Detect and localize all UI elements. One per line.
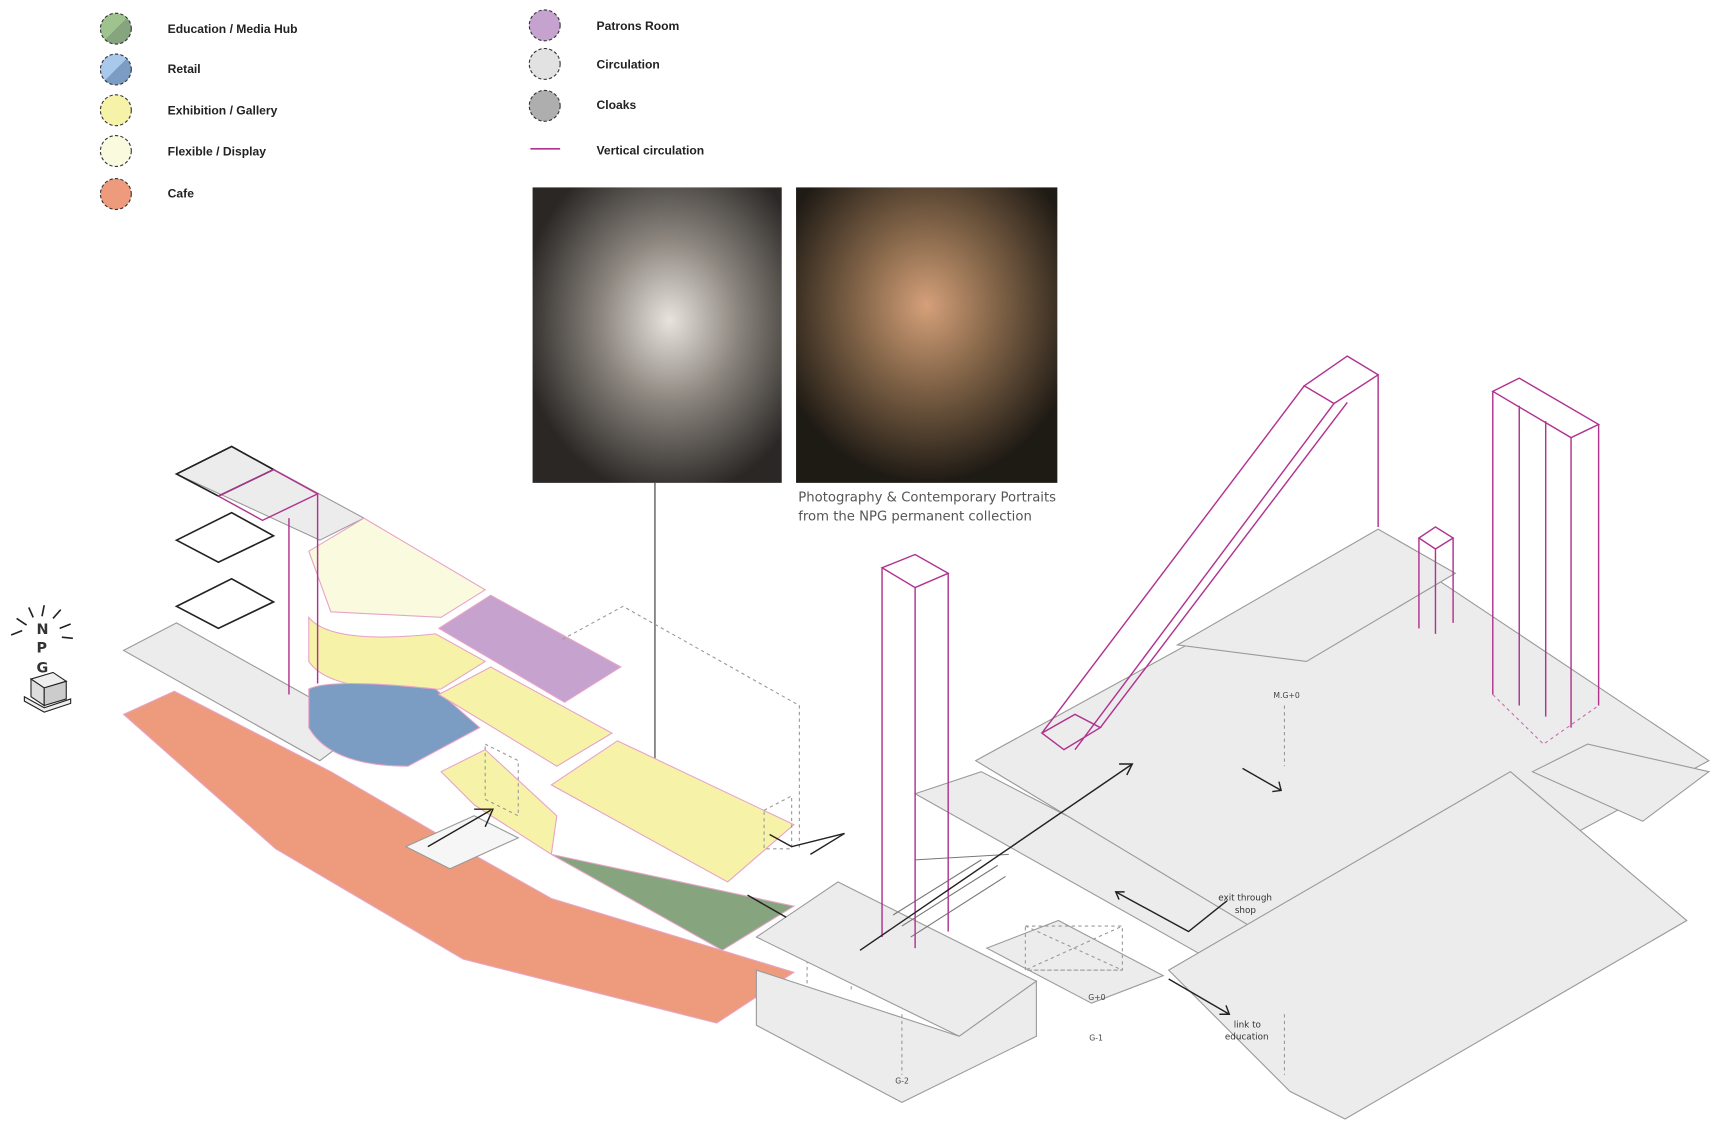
portrait-photo-man: [796, 187, 1058, 483]
legend-item-exhibition: Exhibition / Gallery: [99, 94, 278, 127]
legend-label: Retail: [168, 62, 201, 76]
right-building: M.G+0 G+0 G-1 G-2 exit through shop link…: [747, 355, 1711, 1120]
legend-item-flexible: Flexible / Display: [99, 135, 267, 168]
note-link-line1: link to: [1234, 1020, 1261, 1030]
level-label-g2: G-2: [895, 1077, 909, 1086]
retail-zone: [308, 682, 481, 767]
legend-swatch: [99, 135, 132, 168]
photo-caption-line2: from the NPG permanent collection: [798, 509, 1032, 524]
portrait-photo-woman: [532, 187, 782, 483]
svg-text:P: P: [36, 641, 47, 657]
portrait-photos: Photography & Contemporary Portraits fro…: [532, 187, 1058, 782]
gallery-zone-main: [550, 740, 795, 883]
svg-text:G: G: [36, 660, 48, 676]
legend-swatch-patrons: [528, 9, 561, 42]
legend-label: Flexible / Display: [168, 144, 267, 158]
flexible-zone: [308, 517, 487, 618]
legend-label: Cafe: [168, 186, 195, 200]
legend-swatch-circulation: [528, 47, 561, 80]
education-zone: [551, 853, 796, 951]
legend-swatch: [99, 12, 132, 45]
circulation-arrows: [747, 763, 1283, 1015]
legend-swatch: [99, 53, 132, 86]
photo-caption-line1: Photography & Contemporary Portraits: [798, 491, 1056, 506]
legend-label: Patrons Room: [597, 19, 680, 33]
level-label-g0: G+0: [1088, 993, 1105, 1002]
level-label-g1: G-1: [1089, 1034, 1103, 1043]
legend-swatch: [99, 94, 132, 127]
note-exit-line1: exit through: [1218, 894, 1272, 904]
legend-label: Education / Media Hub: [168, 22, 298, 36]
legend-right: Patrons Room Circulation Cloaks Vertical…: [528, 9, 705, 157]
level-label-mg0: M.G+0: [1273, 691, 1300, 700]
patrons-room-zone: [437, 594, 622, 703]
note-link-line2: education: [1225, 1033, 1269, 1043]
exhibition-zone: [308, 615, 487, 691]
legend-label: Circulation: [597, 57, 660, 71]
npg-logo: N P G: [10, 605, 73, 713]
legend-item-retail: Retail: [99, 53, 201, 86]
legend-label: Exhibition / Gallery: [168, 104, 278, 118]
legend-item-cafe: Cafe: [99, 178, 195, 211]
left-building: [122, 445, 852, 1024]
svg-text:N: N: [36, 622, 48, 638]
legend-item-education: Education / Media Hub: [99, 12, 298, 45]
legend-left: Education / Media Hub Retail Exhibition …: [99, 12, 298, 211]
legend-swatch: [99, 178, 132, 211]
legend-label: Cloaks: [597, 98, 637, 112]
gallery-zone: [437, 666, 614, 767]
legend-label: Vertical circulation: [597, 143, 705, 157]
note-exit-line2: shop: [1235, 906, 1257, 916]
legend-swatch-cloaks: [528, 89, 561, 122]
gallery-zone-lower: [440, 748, 558, 856]
